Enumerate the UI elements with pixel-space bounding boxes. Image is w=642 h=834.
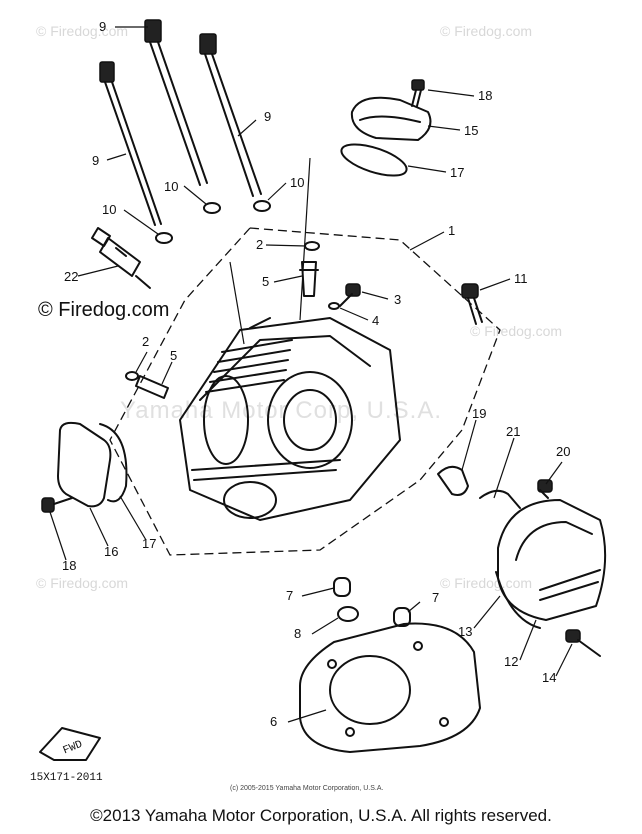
callout-18a: 18 — [478, 88, 492, 103]
watermark-firedog: © Firedog.com — [38, 299, 169, 321]
footer-copyright: ©2013 Yamaha Motor Corporation, U.S.A. A… — [90, 806, 552, 825]
callout-21: 21 — [506, 424, 520, 439]
bolt-9-middle — [144, 19, 208, 186]
assembly-outline — [109, 227, 501, 556]
bolt-3 — [339, 283, 361, 307]
gasket-17-left — [99, 423, 128, 503]
callout-13: 13 — [458, 624, 472, 639]
spark-plug-22 — [91, 227, 151, 289]
cover-15 — [350, 96, 432, 141]
watermark-mid-right: © Firedog.com — [470, 323, 562, 339]
callout-17a: 17 — [450, 165, 464, 180]
bolt-18-top — [411, 79, 425, 107]
callout-17b: 17 — [142, 536, 156, 551]
watermark-top-right: © Firedog.com — [440, 23, 532, 39]
callout-2a: 2 — [256, 237, 263, 252]
cover-12 — [497, 499, 607, 621]
callout-7a: 7 — [286, 588, 293, 603]
svg-text:FWD: FWD — [61, 739, 84, 758]
callout-1: 1 — [448, 223, 455, 238]
watermark-lower-right: © Firedog.com — [440, 575, 532, 591]
fwd-arrow: FWD — [39, 727, 101, 761]
dowel-7-right — [393, 607, 411, 627]
callout-12: 12 — [504, 654, 518, 669]
leader-lines — [49, 26, 573, 723]
fitting-19 — [437, 465, 469, 496]
ring-2-left — [125, 371, 139, 381]
washer-10-a — [155, 232, 173, 244]
bolt-11 — [461, 283, 483, 325]
bolt-9-left — [99, 61, 162, 226]
hose-21 — [479, 489, 521, 509]
dowel-7-left — [333, 577, 351, 597]
diagram-code: 15X171-2011 — [30, 772, 103, 784]
callout-4: 4 — [372, 313, 379, 328]
bolt-20 — [537, 479, 553, 499]
callout-3: 3 — [394, 292, 401, 307]
callout-5a: 5 — [262, 274, 269, 289]
head-gasket-6 — [299, 622, 481, 753]
callout-9a: 9 — [99, 19, 106, 34]
watermark-yamaha: Yamaha Motor Corp, U.S.A. — [120, 397, 442, 424]
callout-20: 20 — [556, 444, 570, 459]
seal-8 — [337, 606, 359, 622]
bolt-18-left — [41, 497, 73, 513]
callout-22: 22 — [64, 269, 78, 284]
callout-9b: 9 — [264, 109, 271, 124]
callout-6: 6 — [270, 714, 277, 729]
callout-2b: 2 — [142, 334, 149, 349]
callout-14: 14 — [542, 670, 556, 685]
side-cover-16 — [57, 421, 112, 508]
callout-9c: 9 — [92, 153, 99, 168]
callout-19: 19 — [472, 406, 486, 421]
callout-18b: 18 — [62, 558, 76, 573]
bolt-14 — [565, 629, 601, 657]
washer-10-c — [253, 200, 271, 212]
callout-16: 16 — [104, 544, 118, 559]
washer-4 — [328, 302, 340, 310]
copyright-small: (c) 2005-2015 Yamaha Motor Corporation, … — [230, 785, 383, 792]
callout-15: 15 — [464, 123, 478, 138]
callout-10a: 10 — [164, 179, 178, 194]
gasket-17-top — [340, 143, 408, 177]
watermark-top-left: © Firedog.com — [36, 23, 128, 39]
callout-10c: 10 — [290, 175, 304, 190]
bolt-9-right — [199, 33, 262, 197]
callout-7b: 7 — [432, 590, 439, 605]
callout-11: 11 — [514, 271, 528, 286]
guide-5-left — [135, 375, 169, 399]
cylinder-head-1 — [179, 317, 401, 521]
callout-10b: 10 — [102, 202, 116, 217]
ring-2-top — [304, 241, 320, 251]
callout-8: 8 — [294, 626, 301, 641]
gasket-13 — [495, 571, 541, 629]
washer-10-b — [203, 202, 221, 214]
watermark-lower-left: © Firedog.com — [36, 575, 128, 591]
callout-5b: 5 — [170, 348, 177, 363]
